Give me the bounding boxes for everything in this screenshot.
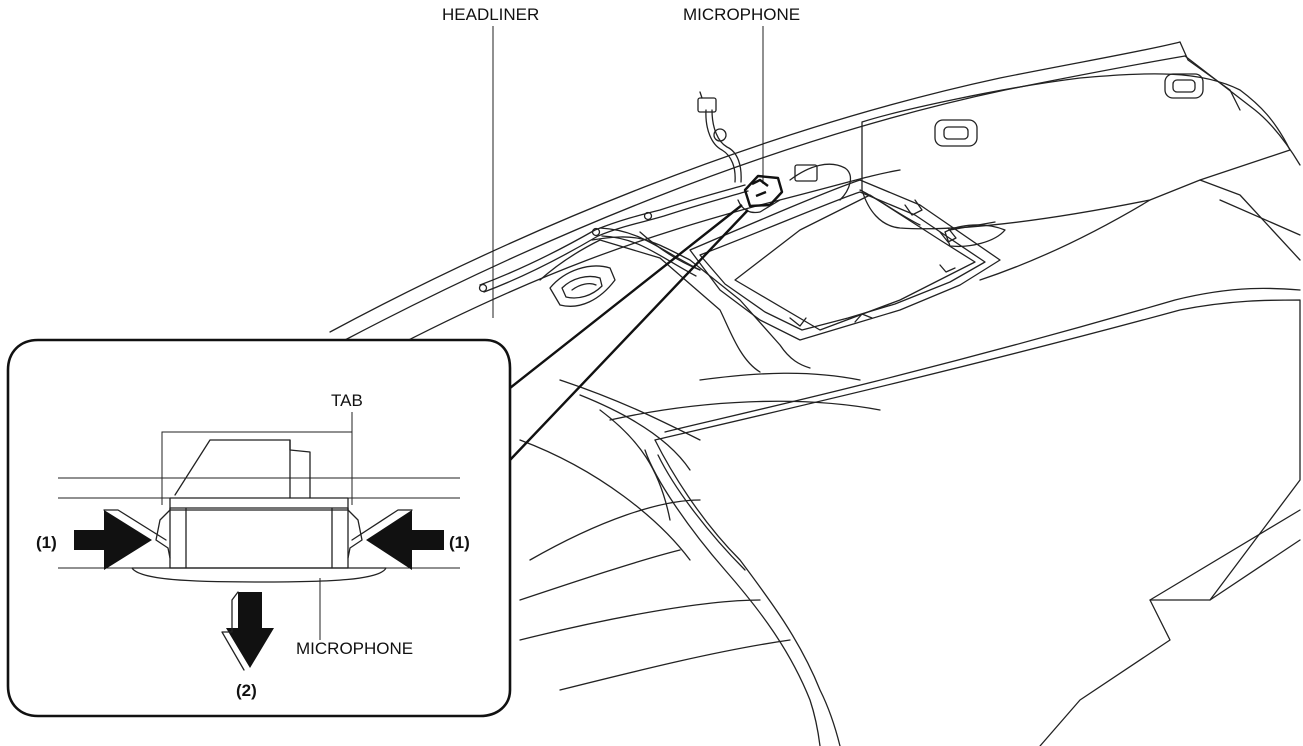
headliner-illustration: [329, 41, 1301, 746]
tab-leader: [161, 431, 353, 505]
microphone-location: [737, 174, 784, 214]
tab-label: TAB: [331, 391, 363, 410]
headliner-label: HEADLINER: [442, 5, 539, 24]
pull-arrow-down: [221, 591, 274, 671]
step-1-left-label: (1): [36, 533, 57, 552]
microphone-detail-label: MICROPHONE: [296, 639, 413, 658]
detail-callout: [6, 338, 512, 718]
callout-connector: [509, 204, 749, 461]
press-arrow-left: [74, 509, 167, 570]
step-1-right-label: (1): [449, 533, 470, 552]
press-arrow-right: [351, 509, 444, 570]
microphone-top-label: MICROPHONE: [683, 5, 800, 24]
step-2-label: (2): [236, 681, 257, 700]
